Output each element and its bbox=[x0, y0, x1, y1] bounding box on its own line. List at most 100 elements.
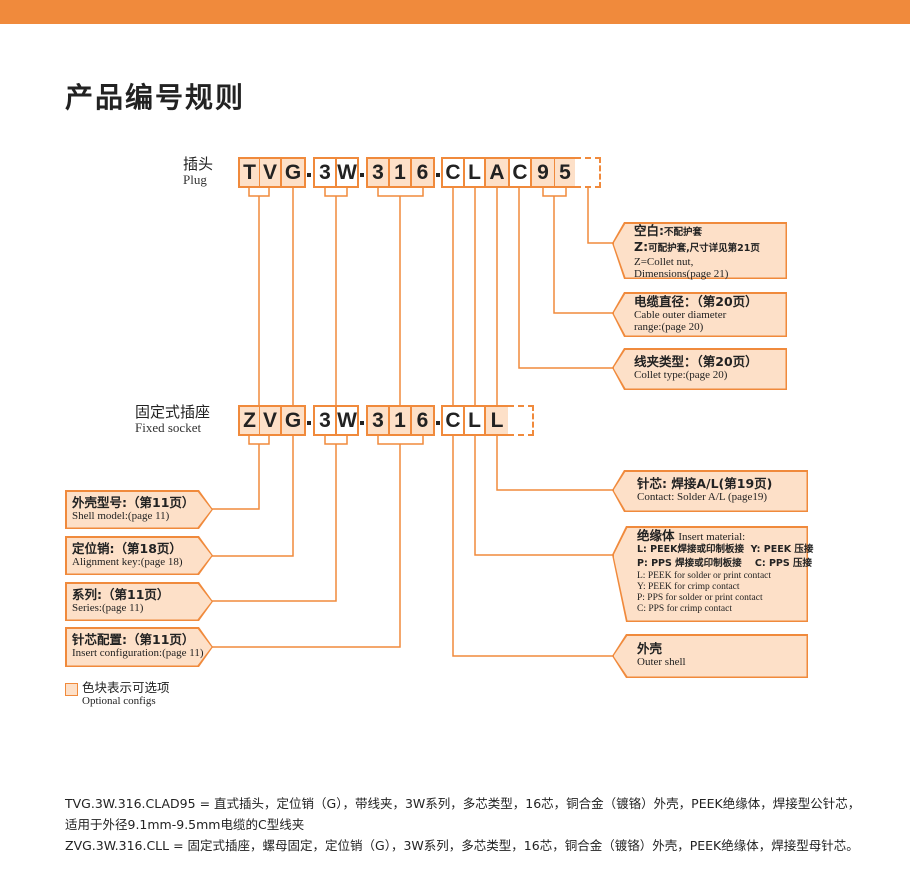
callout-insert-material bbox=[612, 526, 808, 622]
callout-collet-type bbox=[612, 348, 787, 390]
callout-cable-diameter bbox=[612, 292, 787, 337]
callout-alignment-key bbox=[65, 536, 213, 575]
optional-slot bbox=[575, 157, 601, 188]
callout-shell-text: 外壳 Outer shell bbox=[637, 641, 686, 669]
callout-insert-configuration-text: 针芯配置:（第11页）Insert configuration:(page 11… bbox=[72, 632, 204, 660]
text: 可配护套,尺寸详见第21页 bbox=[648, 243, 760, 254]
text: range:(page 20) bbox=[634, 321, 704, 333]
text: Optional configs bbox=[82, 695, 156, 707]
callout-cable-text: 电缆直径：（第20页） Cable outer diameter range:(… bbox=[634, 295, 758, 334]
code-char: V bbox=[259, 157, 282, 188]
callout-outer-shell bbox=[612, 634, 808, 678]
note-line: ZVG.3W.316.CLL = 固定式插座，螺母固定，定位销（G），3W系列，… bbox=[65, 838, 859, 853]
socket-label-en: Fixed socket bbox=[135, 420, 202, 435]
code-char: 5 bbox=[554, 157, 577, 188]
text: 外壳 bbox=[637, 641, 663, 656]
callout-blank-collet-nut bbox=[612, 222, 787, 279]
text: 绝缘体 bbox=[637, 528, 675, 543]
legend-swatch bbox=[65, 683, 78, 696]
top-accent-bar bbox=[0, 0, 910, 24]
separator-dot bbox=[360, 173, 364, 177]
text: 系列:（第11页） bbox=[72, 587, 170, 602]
code-char: 1 bbox=[388, 157, 412, 188]
text: P: PPS for solder or print contact bbox=[637, 593, 763, 603]
plug-label-zh: 插头 bbox=[183, 155, 214, 173]
plug-label: 插头 Plug bbox=[183, 156, 213, 188]
code-char: L bbox=[463, 405, 486, 436]
code-char: L bbox=[484, 405, 510, 436]
code-char: C bbox=[508, 157, 532, 188]
text: 针芯配置:（第11页） bbox=[72, 632, 195, 647]
code-char: 3 bbox=[366, 405, 390, 436]
text: Z: bbox=[634, 239, 649, 254]
plug-label-en: Plug bbox=[183, 172, 207, 187]
text: Contact: Solder A/L (page19) bbox=[637, 491, 768, 503]
separator-dot bbox=[436, 173, 440, 177]
callout-collet-text: 线夹类型：（第20页） Collet type:(page 20) bbox=[634, 354, 758, 382]
note-line: TVG.3W.316.CLAD95 = 直式插头，定位销（G），带线夹，3W系列… bbox=[65, 796, 861, 811]
callout-contact-text: 针芯: 焊接A/L(第19页) Contact: Solder A/L (pag… bbox=[637, 476, 773, 504]
callout-insert-text: 绝缘体 Insert material: L: PEEK焊接或印制板接 Y: P… bbox=[637, 529, 813, 615]
text: Insert material: bbox=[678, 531, 746, 543]
code-char: L bbox=[463, 157, 486, 188]
text: Dimensions(page 21) bbox=[634, 268, 729, 280]
code-char: 3 bbox=[366, 157, 390, 188]
code-char: 1 bbox=[388, 405, 412, 436]
code-char: W bbox=[335, 405, 359, 436]
code-char: T bbox=[238, 157, 260, 188]
text: 定位销:（第18页） bbox=[72, 541, 182, 556]
text: Outer shell bbox=[637, 656, 686, 668]
optional-slot bbox=[508, 405, 534, 436]
text: L: PEEK焊接或印制板接 bbox=[637, 544, 744, 555]
note-line: 适用于外径9.1mm-9.5mm电缆的C型线夹 bbox=[65, 817, 305, 832]
page-title: 产品编号规则 bbox=[65, 81, 246, 114]
code-char: V bbox=[259, 405, 282, 436]
text: 针芯: 焊接A/L(第19页) bbox=[637, 476, 773, 491]
separator-dot bbox=[436, 421, 440, 425]
separator-dot bbox=[307, 421, 311, 425]
text: Cable outer diameter bbox=[634, 309, 727, 321]
text: 线夹类型：（第20页） bbox=[634, 354, 758, 369]
code-char: Z bbox=[238, 405, 260, 436]
code-char: G bbox=[280, 405, 306, 436]
text: C: PPS 压接 bbox=[754, 558, 813, 569]
callout-contact bbox=[612, 470, 808, 512]
text: 空白: bbox=[634, 223, 664, 238]
separator-dot bbox=[307, 173, 311, 177]
code-char: W bbox=[335, 157, 359, 188]
text: C: PPS for crimp contact bbox=[637, 604, 732, 614]
callout-series bbox=[65, 582, 213, 621]
separator-dot bbox=[360, 421, 364, 425]
text: Z=Collet nut, bbox=[634, 256, 694, 268]
callout-insert-configuration bbox=[65, 627, 213, 667]
callout-blank-text: 空白:不配护套 Z:可配护套,尺寸详见第21页 Z=Collet nut, Di… bbox=[634, 223, 760, 281]
socket-label-zh: 固定式插座 bbox=[135, 403, 211, 421]
text: L: PEEK for solder or print contact bbox=[637, 571, 772, 581]
text: Shell model:(page 11) bbox=[72, 510, 170, 522]
text: 外壳型号:（第11页） bbox=[72, 495, 195, 510]
code-char: 3 bbox=[313, 157, 337, 188]
callout-shell-model-text: 外壳型号:（第11页）Shell model:(page 11) bbox=[72, 495, 195, 523]
code-char: 3 bbox=[313, 405, 337, 436]
code-char: C bbox=[441, 405, 465, 436]
socket-label: 固定式插座 Fixed socket bbox=[135, 404, 210, 436]
callout-shell-model bbox=[65, 490, 213, 529]
code-char: 6 bbox=[410, 405, 435, 436]
text: 色块表示可选项 bbox=[82, 680, 170, 695]
text: Series:(page 11) bbox=[72, 602, 144, 614]
text: Alignment key:(page 18) bbox=[72, 556, 183, 568]
text: 不配护套 bbox=[664, 227, 703, 238]
code-char: A bbox=[484, 157, 510, 188]
text: Y: PEEK for crimp contact bbox=[637, 582, 740, 592]
legend-text: 色块表示可选项 Optional configs bbox=[82, 680, 170, 708]
text: Y: PEEK 压接 bbox=[750, 544, 814, 555]
code-char: C bbox=[441, 157, 465, 188]
text: Insert configuration:(page 11) bbox=[72, 647, 204, 659]
code-char: 6 bbox=[410, 157, 435, 188]
callout-series-text: 系列:（第11页）Series:(page 11) bbox=[72, 587, 170, 615]
code-char: G bbox=[280, 157, 306, 188]
text: P: PPS 焊接或印制板接 bbox=[637, 558, 742, 569]
text: Collet type:(page 20) bbox=[634, 369, 728, 381]
